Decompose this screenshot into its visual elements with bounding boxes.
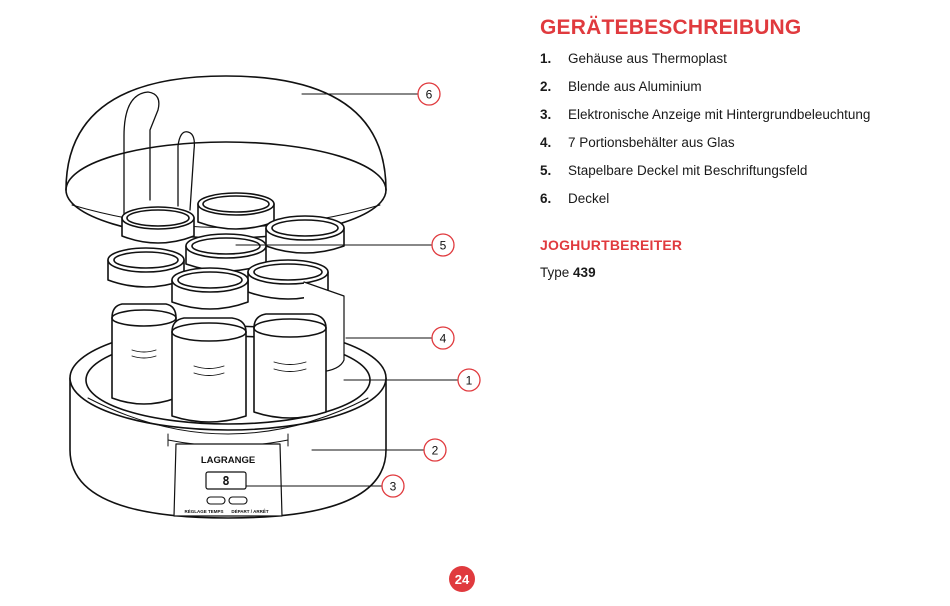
item-number: 1. [540,51,552,66]
callout-4: 4 [431,326,455,350]
parts-list-item: 3. Elektronische Anzeige mit Hintergrund… [540,106,870,134]
jar-lid [171,267,249,310]
item-label: 7 Portionsbehälter aus Glas [568,135,735,150]
item-number: 2. [540,79,552,94]
item-label: Blende aus Aluminium [568,79,702,94]
page-number: 24 [449,566,475,592]
display-digit: 8 [222,474,229,488]
digital-display [205,471,247,490]
parts-list-item: 4. 7 Portionsbehälter aus Glas [540,134,870,162]
svg-text:6: 6 [426,88,433,102]
item-label: Stapelbare Deckel mit Beschriftungsfeld [568,163,808,178]
product-type: Type 439 [540,265,596,280]
item-number: 5. [540,163,552,178]
front-panel: LAGRANGE 8 RÉGLAGE TEMPS DÉPART / ARRÊT [173,443,283,517]
section-title: GERÄTEBESCHREIBUNG [540,16,802,39]
callout-lines [235,93,459,487]
item-number: 6. [540,191,552,206]
yogurt-maker-illustration: LAGRANGE 8 RÉGLAGE TEMPS DÉPART / ARRÊT [65,75,481,519]
start-stop-label: DÉPART / ARRÊT [231,507,269,514]
brand-logo: LAGRANGE [201,455,255,466]
parts-list-item: 5. Stapelbare Deckel mit Beschriftungsfe… [540,162,870,190]
item-number: 4. [540,135,552,150]
callout-1: 1 [457,368,481,392]
svg-text:5: 5 [440,239,447,253]
parts-list-item: 2. Blende aus Aluminium [540,78,870,106]
callout-5: 5 [431,233,455,257]
jar-lid [121,206,195,244]
svg-text:3: 3 [390,480,397,494]
stacked-jar-lids [107,192,345,310]
svg-text:4: 4 [440,332,447,346]
callout-2: 2 [423,438,447,462]
glass-jars [111,281,345,423]
item-label: Elektronische Anzeige mit Hintergrundbel… [568,107,871,122]
parts-list-item: 1. Gehäuse aus Thermoplast [540,50,870,78]
parts-list: 1. Gehäuse aus Thermoplast 2. Blende aus… [540,50,870,218]
glass-jar [111,303,177,405]
item-label: Deckel [568,191,610,206]
item-label: Gehäuse aus Thermoplast [568,51,727,66]
time-setting-label: RÉGLAGE TEMPS [184,507,223,514]
parts-list-item: 6. Deckel [540,190,870,218]
time-setting-button[interactable] [206,496,226,505]
item-number: 3. [540,107,552,122]
glass-jar [253,313,327,419]
start-stop-button[interactable] [228,496,248,505]
jar-lid [197,192,275,230]
type-label: Type [540,265,570,280]
jar-lid [107,247,185,288]
product-subtitle: JOGHURTBEREITER [540,237,683,253]
jar-lid [265,215,345,254]
jar-lid [185,233,267,272]
type-number: 439 [573,265,596,280]
callout-3: 3 [381,474,405,498]
callout-6: 6 [417,82,441,106]
dome-lid [65,75,387,239]
glass-jar [171,317,247,423]
svg-text:2: 2 [432,444,439,458]
svg-text:1: 1 [466,374,473,388]
